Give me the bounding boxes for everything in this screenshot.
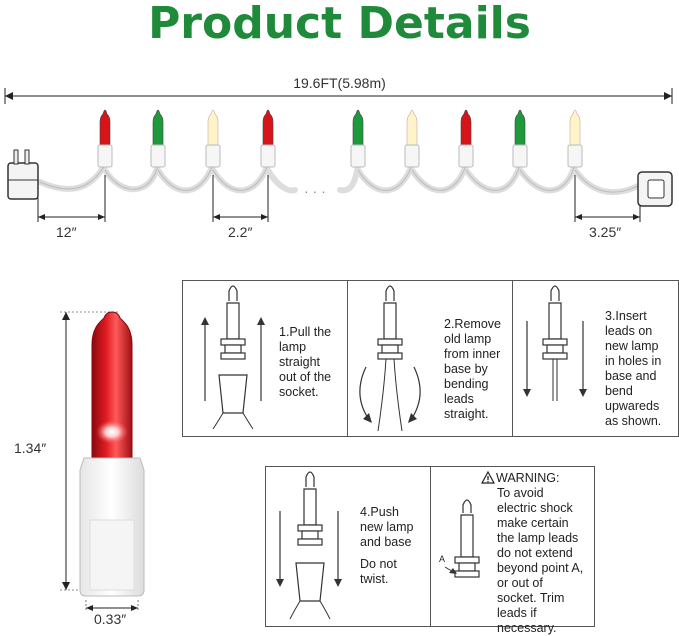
remove-lamp-illustration <box>359 285 421 432</box>
bulb-height-label: 1.34″ <box>14 440 47 456</box>
step-2-panel: 2.Remove old lamp from inner base by ben… <box>347 280 514 437</box>
string-separator: · · · <box>304 183 326 199</box>
string-bulb-red <box>458 109 474 168</box>
string-bulb-green <box>512 109 528 168</box>
warning-panel: A WARNING: To avoid electric shock make … <box>430 466 595 635</box>
spacing-dimension <box>212 175 269 222</box>
step-4-text: 4.Push new lamp and base <box>360 505 414 549</box>
lead-start-dimension <box>37 175 106 222</box>
push-lamp-illustration <box>276 471 342 620</box>
step-1-panel: 1.Pull the lamp straight out of the sock… <box>182 280 350 437</box>
string-bulb-clear <box>205 109 221 168</box>
warning-icon <box>480 470 496 484</box>
point-a-label: A <box>439 554 446 564</box>
wire <box>37 162 643 196</box>
string-bulb-red <box>260 109 276 168</box>
pull-lamp-illustration <box>201 285 265 430</box>
string-bulb-green <box>350 109 366 168</box>
string-bulb-red <box>97 109 113 168</box>
warning-text: To avoid electric shock make certain the… <box>497 486 584 635</box>
lead-end-label: 3.25″ <box>589 224 622 240</box>
bulb-width-dimension <box>85 600 139 612</box>
string-bulb-clear <box>567 109 583 168</box>
warning-title: WARNING: <box>496 471 560 485</box>
insert-leads-illustration <box>523 285 587 401</box>
step-3-text: 3.Insert leads on new lamp in holes in b… <box>605 309 662 428</box>
male-plug-icon <box>7 149 39 200</box>
step-3-panel: 3.Insert leads on new lamp in holes in b… <box>512 280 679 437</box>
string-bulb-clear <box>404 109 420 168</box>
step-1-text: 1.Pull the lamp straight out of the sock… <box>279 325 332 399</box>
overall-length-arrow <box>4 88 673 104</box>
end-connector-icon <box>637 171 673 207</box>
warning-lamp-illustration <box>444 499 480 578</box>
bulb-height-dimension <box>60 311 120 591</box>
overall-length-label: 19.6FT(5.98m) <box>293 75 386 91</box>
lead-end-dimension <box>574 175 641 222</box>
lead-start-label: 12″ <box>56 224 77 240</box>
step-4-note: Do not twist. <box>360 557 397 586</box>
string-bulb-green <box>150 109 166 168</box>
page-title: Product Details <box>148 0 531 49</box>
bulb-width-label: 0.33″ <box>94 611 127 627</box>
spacing-label: 2.2″ <box>228 224 253 240</box>
step-4-panel: 4.Push new lamp and base Do not twist. <box>265 466 432 627</box>
step-2-text: 2.Remove old lamp from inner base by ben… <box>444 317 501 421</box>
large-bulb-illustration <box>79 311 145 597</box>
